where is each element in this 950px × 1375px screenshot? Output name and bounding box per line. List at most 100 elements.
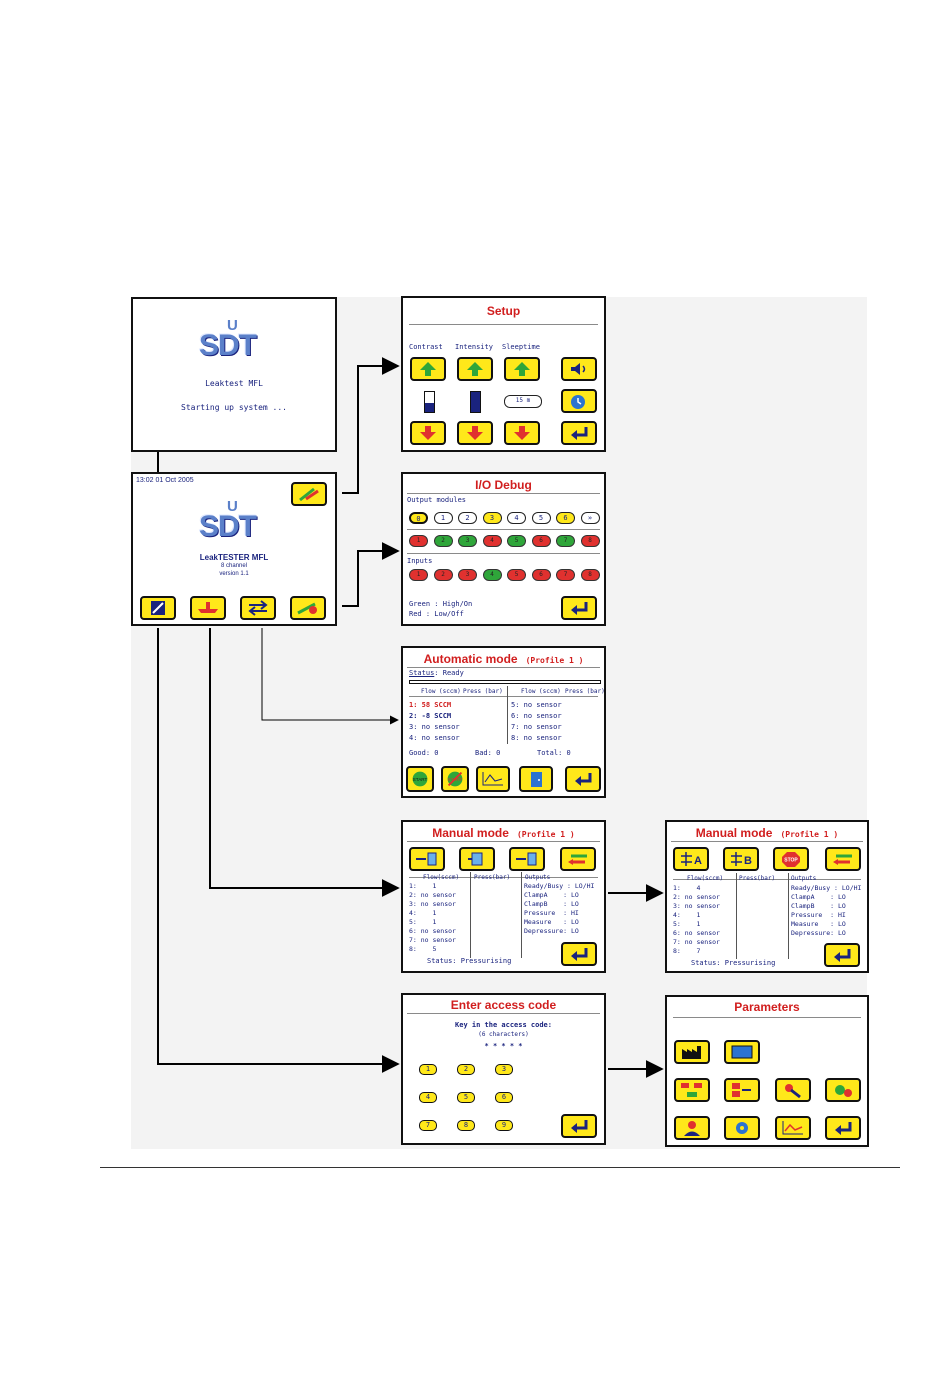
enter-button[interactable] xyxy=(565,766,601,792)
enter-button[interactable] xyxy=(824,943,860,967)
clamp-b-button[interactable] xyxy=(459,847,495,871)
enter-button[interactable] xyxy=(561,942,597,966)
flow-row-2: 2: no sensor xyxy=(673,893,720,901)
intensity-label: Intensity xyxy=(455,343,493,351)
key-3[interactable]: 3 xyxy=(495,1064,513,1075)
auto-row-4: 4: no sensor xyxy=(409,734,460,742)
tools-button[interactable] xyxy=(775,1078,811,1102)
sleeptime-value: 15 m xyxy=(504,395,542,408)
module-tab-4[interactable]: 4 xyxy=(507,512,526,524)
start-disabled-button[interactable]: START xyxy=(441,766,469,792)
manual-mode-screen: Manual mode(Profile 1 ) Flow(sccm) Press… xyxy=(401,820,606,973)
door-button[interactable] xyxy=(519,766,553,792)
arrow-main-to-setup xyxy=(342,357,400,494)
progress-bar xyxy=(409,680,601,684)
valve-b-button[interactable]: B xyxy=(723,847,759,871)
module-tab-0[interactable]: 0 xyxy=(409,512,428,524)
output-led-1[interactable]: 1 xyxy=(409,535,428,547)
exchange-icon xyxy=(248,600,268,616)
module-tab-2[interactable]: 2 xyxy=(458,512,477,524)
pressure-button[interactable] xyxy=(509,847,545,871)
output-led-7[interactable]: 7 xyxy=(556,535,575,547)
contrast-down-button[interactable] xyxy=(410,421,446,445)
modules-button[interactable] xyxy=(724,1078,760,1102)
stop-label: STOP xyxy=(784,858,798,864)
key-2[interactable]: 2 xyxy=(457,1064,475,1075)
module-tab-3[interactable]: 3 xyxy=(482,512,502,524)
key-1[interactable]: 1 xyxy=(419,1064,437,1075)
parameters-button[interactable] xyxy=(140,596,176,620)
back-button[interactable] xyxy=(560,847,596,871)
output-led-8[interactable]: 8 xyxy=(580,535,600,547)
intensity-down-button[interactable] xyxy=(457,421,493,445)
modules-icon xyxy=(732,1083,751,1097)
stop-icon: STOP xyxy=(782,852,800,867)
user-button[interactable] xyxy=(674,1116,710,1140)
access-mask: * * * * * xyxy=(484,1042,523,1050)
io-debug-button[interactable] xyxy=(290,596,326,620)
start-text: START xyxy=(413,777,428,782)
graph-button[interactable] xyxy=(775,1116,811,1140)
io-rule-2 xyxy=(407,553,600,554)
intensity-level-fill xyxy=(471,392,480,412)
key-5[interactable]: 5 xyxy=(457,1092,475,1103)
clamp-icon xyxy=(416,852,437,866)
back-button[interactable] xyxy=(825,847,861,871)
enter-button[interactable] xyxy=(825,1116,861,1140)
manual-mode-button[interactable] xyxy=(190,596,226,620)
sound-button[interactable] xyxy=(561,357,597,381)
output-led-3[interactable]: 3 xyxy=(458,535,477,547)
clock-button[interactable] xyxy=(561,389,597,413)
output-row-5: Measure : LO xyxy=(791,920,846,928)
intensity-up-button[interactable] xyxy=(457,357,493,381)
screen-button[interactable] xyxy=(724,1040,760,1064)
setup-button[interactable] xyxy=(291,482,327,506)
start-button[interactable]: START xyxy=(406,766,434,792)
module-tab-6[interactable]: 6 xyxy=(556,512,575,524)
clamp-a-button[interactable] xyxy=(409,847,445,871)
start-icon: START xyxy=(412,771,428,787)
output-led-2[interactable]: 2 xyxy=(433,535,453,547)
press-header: Press(bar) xyxy=(739,875,776,882)
enter-icon xyxy=(571,948,588,961)
graph-button[interactable] xyxy=(476,766,510,792)
output-led-4[interactable]: 4 xyxy=(482,535,502,547)
key-8[interactable]: 8 xyxy=(457,1120,475,1131)
network-button[interactable] xyxy=(674,1078,710,1102)
module-tab-5[interactable]: 5 xyxy=(531,512,551,524)
contrast-up-button[interactable] xyxy=(410,357,446,381)
stop-button[interactable]: STOP xyxy=(773,847,809,871)
output-led-6[interactable]: 6 xyxy=(531,535,551,547)
sleeptime-down-button[interactable] xyxy=(504,421,540,445)
manual-divider-2 xyxy=(521,872,522,958)
enter-button[interactable] xyxy=(561,596,597,620)
access-hint: (6 characters) xyxy=(478,1031,529,1038)
sdt-logo: SDT xyxy=(199,510,257,543)
down-arrow-icon xyxy=(420,426,436,440)
key-9[interactable]: 9 xyxy=(495,1120,513,1131)
factory-button[interactable] xyxy=(674,1040,710,1064)
auto-mode-button[interactable] xyxy=(240,596,276,620)
manual-status: Status: Pressurising xyxy=(427,957,512,965)
enter-button[interactable] xyxy=(561,421,597,445)
key-6[interactable]: 6 xyxy=(495,1092,513,1103)
input-led-8: 8 xyxy=(580,569,600,581)
sleeptime-up-button[interactable] xyxy=(504,357,540,381)
module-tab-1[interactable]: 1 xyxy=(433,512,453,524)
manual-profile: (Profile 1 ) xyxy=(516,830,575,839)
settings-icon xyxy=(736,1122,748,1134)
output-row-2: ClampA : LO xyxy=(524,891,579,899)
module-tab-7[interactable]: » xyxy=(580,512,600,524)
output-led-5[interactable]: 5 xyxy=(507,535,526,547)
flow-row-6: 6: no sensor xyxy=(673,929,720,937)
key-4[interactable]: 4 xyxy=(419,1092,437,1103)
enter-button[interactable] xyxy=(561,1114,597,1138)
access-prompt: Key in the access code: xyxy=(455,1021,552,1029)
key-7[interactable]: 7 xyxy=(419,1120,437,1131)
auto-title: Automatic mode(Profile 1 ) xyxy=(403,652,604,666)
valve-a-button[interactable]: A xyxy=(673,847,709,871)
access-title-rule xyxy=(407,1013,600,1014)
settings-button[interactable] xyxy=(724,1116,760,1140)
gears-button[interactable] xyxy=(825,1078,861,1102)
